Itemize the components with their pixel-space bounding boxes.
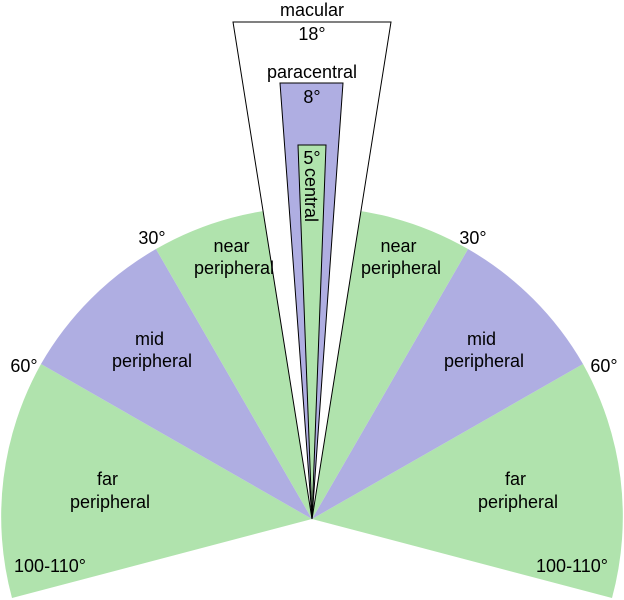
- far-peripheral-left-sector: [1, 364, 312, 598]
- paracentral-label: paracentral: [267, 62, 357, 82]
- angle-60-left-label: 60°: [10, 356, 37, 376]
- central-wedge: [297, 144, 327, 520]
- mid-peripheral-right-sector: [312, 249, 583, 519]
- macular-angle-label: 18°: [298, 24, 325, 44]
- angle-60-right-label: 60°: [590, 356, 617, 376]
- central-angle-label: 5°: [303, 148, 320, 168]
- near-peripheral-left-label: near peripheral: [194, 236, 274, 278]
- mid-peripheral-right-label: mid peripheral: [444, 329, 524, 371]
- far-peripheral-right-label: far peripheral: [478, 469, 558, 512]
- angle-30-left-label: 30°: [138, 228, 165, 248]
- angle-100-left-label: 100-110°: [14, 556, 86, 576]
- mid-peripheral-left-label: mid peripheral: [112, 329, 192, 371]
- angle-30-right-label: 30°: [459, 228, 486, 248]
- paracentral-angle-label: 8°: [303, 87, 320, 107]
- near-peripheral-right-label: near peripheral: [361, 236, 441, 278]
- far-peripheral-left-label: far peripheral: [70, 469, 150, 512]
- mid-peripheral-left-sector: [41, 249, 312, 519]
- macular-label: macular: [280, 0, 344, 20]
- central-label: central: [301, 168, 321, 222]
- angle-100-right-label: 100-110°: [536, 556, 608, 576]
- far-peripheral-right-sector: [312, 364, 623, 598]
